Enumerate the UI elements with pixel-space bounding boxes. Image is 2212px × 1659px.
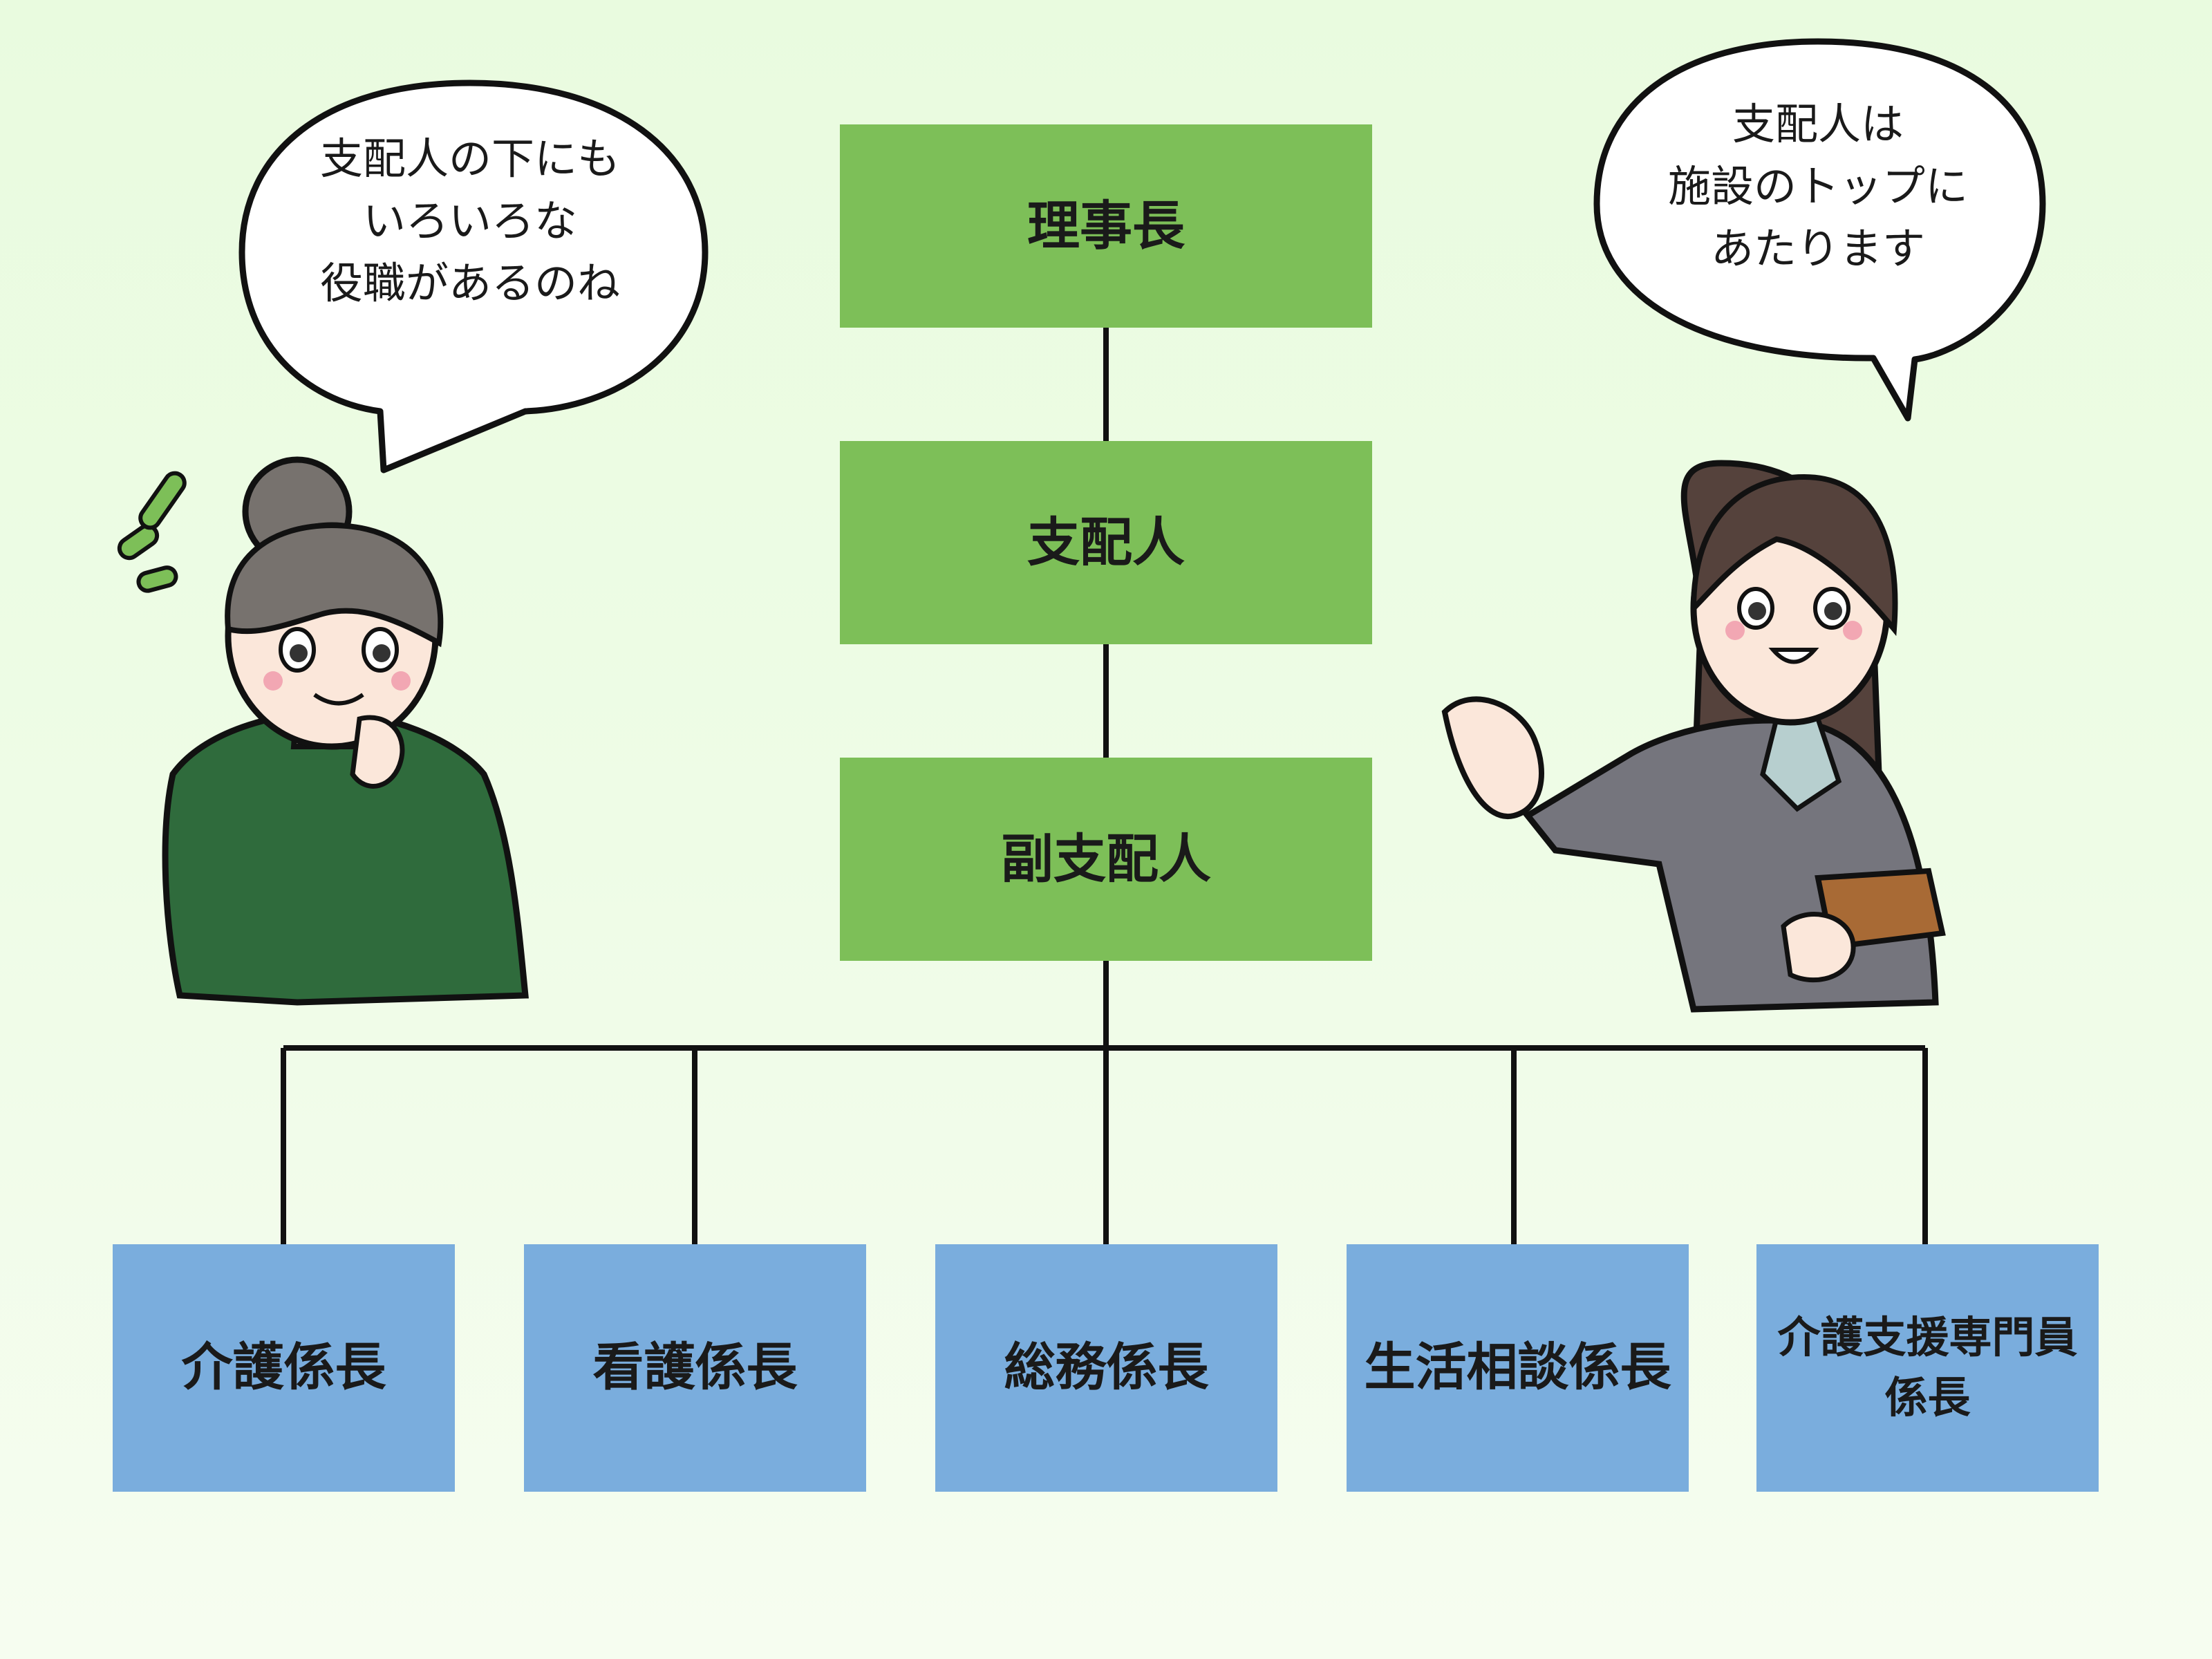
deputy-manager-label: 副支配人 [1001, 827, 1211, 890]
deputy-manager-box: 副支配人 [840, 758, 1372, 961]
section-label: 総務係長 [1004, 1338, 1209, 1398]
manager-box: 支配人 [840, 441, 1372, 644]
section-label: 介護係長 [181, 1338, 386, 1398]
section-label: 看護係長 [592, 1338, 798, 1398]
section-label: 生活相談係長 [1364, 1338, 1671, 1398]
left-bubble-text: 支配人の下にも いろいろな 役職があるのね [319, 133, 620, 308]
chairman-label: 理事長 [1027, 194, 1185, 256]
manager-label: 支配人 [1027, 511, 1185, 573]
section-box-care-manager: 介護支援専門員 係長 [1756, 1244, 2099, 1492]
left-speech-bubble [238, 79, 709, 474]
chairman-box: 理事長 [840, 124, 1372, 328]
right-bubble-text: 支配人は 施設のトップに あたります [1667, 99, 1968, 274]
section-box-nursing: 看護係長 [524, 1244, 866, 1492]
section-label: 介護支援専門員 係長 [1777, 1312, 2078, 1423]
presenting-woman-illustration [1441, 460, 1946, 1013]
thinking-woman-illustration [117, 456, 529, 1006]
section-box-life-consultation: 生活相談係長 [1347, 1244, 1689, 1492]
right-speech-bubble [1593, 38, 2046, 422]
section-box-care: 介護係長 [113, 1244, 455, 1492]
section-box-general-affairs: 総務係長 [935, 1244, 1277, 1492]
surprise-lines-icon [117, 471, 187, 593]
